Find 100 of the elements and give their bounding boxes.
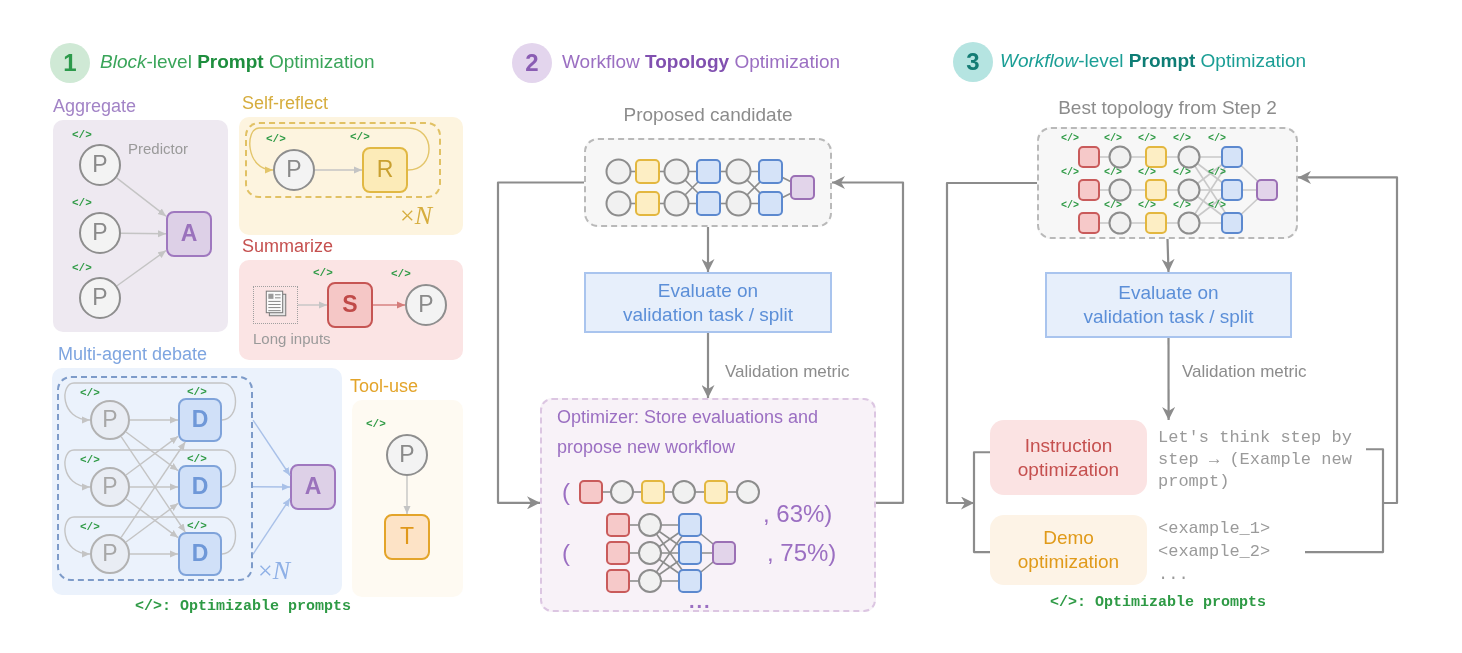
example-text: Let's think step by step → (Example new prompt) (1158, 427, 1353, 493)
module-circle: P (79, 144, 121, 186)
example-text: <example_1> (1158, 518, 1271, 540)
arrow (496, 181, 584, 510)
prompt-marker: </> (1208, 167, 1226, 179)
arrow (116, 249, 167, 287)
panel-heading: Tool-use (350, 376, 419, 397)
prompt-marker: </> (1173, 200, 1191, 212)
panel-heading: Summarize (242, 236, 334, 257)
prompt-marker: </> (1138, 200, 1156, 212)
document-icon (253, 286, 298, 324)
module-square: D (178, 398, 222, 442)
process-box: Evaluate on validation task / split (1045, 272, 1292, 338)
arrow (129, 550, 179, 558)
repeat-group-frame (245, 122, 441, 198)
arrow (314, 166, 363, 174)
prompt-marker: </> (350, 131, 370, 143)
arrow (1162, 338, 1176, 420)
prompt-marker: </> (1104, 133, 1122, 145)
prompt-marker: </> (1104, 167, 1122, 179)
prompt-marker: </> (72, 262, 92, 274)
module-circle: P (386, 434, 428, 476)
panel-heading: Multi-agent debate (58, 344, 208, 365)
arrow (252, 483, 291, 491)
arrow (129, 416, 179, 424)
optimizer-panel (540, 398, 876, 612)
module-circle: P (273, 149, 315, 191)
prompt-marker: </> (1104, 200, 1122, 212)
node-caption: Predictor (128, 140, 189, 158)
prompt-marker: </> (80, 521, 100, 533)
prompt-marker: </> (313, 267, 333, 279)
frame-title: Proposed candidate (623, 104, 793, 126)
connector-line (1305, 503, 1385, 554)
prompt-marker: </> (266, 133, 286, 145)
arrow (403, 475, 411, 515)
prompt-marker: </> (1173, 167, 1191, 179)
process-box: Evaluate on validation task / split (584, 272, 832, 333)
arrow (1161, 238, 1175, 273)
prompt-marker: </> (1208, 200, 1226, 212)
module-circle: P (79, 277, 121, 319)
prompt-marker: </> (187, 386, 207, 398)
optimizer-description: Optimizer: Store evaluations and propose new workflow (557, 406, 820, 459)
module-square: A (166, 211, 212, 257)
module-square: S (327, 282, 373, 328)
prompt-marker: </> (187, 453, 207, 465)
score-label: , 75%) (767, 539, 837, 567)
prompt-marker: </> (1138, 133, 1156, 145)
arrow (252, 419, 291, 477)
prompt-marker: </> (187, 520, 207, 532)
arrow (945, 181, 1037, 510)
step-number: 1 (50, 43, 90, 83)
arrow (64, 382, 237, 423)
prompt-marker: </> (72, 197, 92, 209)
module-square: T (384, 514, 430, 560)
example-text: <example_2> (1158, 541, 1271, 563)
prompt-marker: </> (366, 418, 386, 430)
module-square: A (290, 464, 336, 510)
step-number: 2 (512, 43, 552, 83)
arrow (297, 301, 328, 309)
arrow (249, 127, 430, 173)
arrow (372, 301, 406, 309)
arrow (64, 449, 237, 490)
prompt-marker: </> (80, 454, 100, 466)
arrow (115, 177, 167, 217)
module-circle: P (405, 284, 447, 326)
prompt-marker: </> (1208, 133, 1226, 145)
module-square: R (362, 147, 408, 193)
connector-line (972, 451, 990, 503)
panel-heading: Aggregate (53, 96, 137, 117)
prompt-marker: </> (1061, 200, 1079, 212)
panel-heading: Self-reflect (242, 93, 329, 114)
node-caption: Long inputs (253, 330, 331, 348)
legend-note: </>: Optimizable prompts (135, 598, 352, 616)
arrow (701, 227, 715, 272)
section-title: Workflow-level Prompt Optimization (1000, 49, 1307, 73)
prompt-marker: </> (391, 268, 411, 280)
module-circle: P (90, 534, 130, 574)
prompt-marker: </> (80, 387, 100, 399)
prompt-marker: </> (72, 129, 92, 141)
prompt-marker: </> (1138, 167, 1156, 179)
arrow (1298, 170, 1399, 505)
ellipsis: ... (689, 593, 712, 609)
arrow (832, 176, 905, 504)
module-circle: P (90, 467, 130, 507)
repeat-count: ×N (258, 556, 290, 586)
example-text: ... (1158, 564, 1189, 586)
step-number: 3 (953, 42, 993, 82)
arrow (701, 333, 715, 398)
arrow (64, 516, 237, 557)
prompt-marker: </> (1173, 133, 1191, 145)
arrow (129, 483, 179, 491)
frame-title: Best topology from Step 2 (1058, 97, 1277, 119)
prompt-marker: </> (1061, 133, 1079, 145)
tuple-bracket: ( (562, 478, 570, 506)
connector-line (972, 503, 990, 554)
process-box: Demo optimization (990, 515, 1147, 585)
module-circle: P (79, 212, 121, 254)
prompt-marker: </> (1061, 167, 1079, 179)
arrow (120, 230, 167, 238)
arrow (252, 497, 291, 556)
